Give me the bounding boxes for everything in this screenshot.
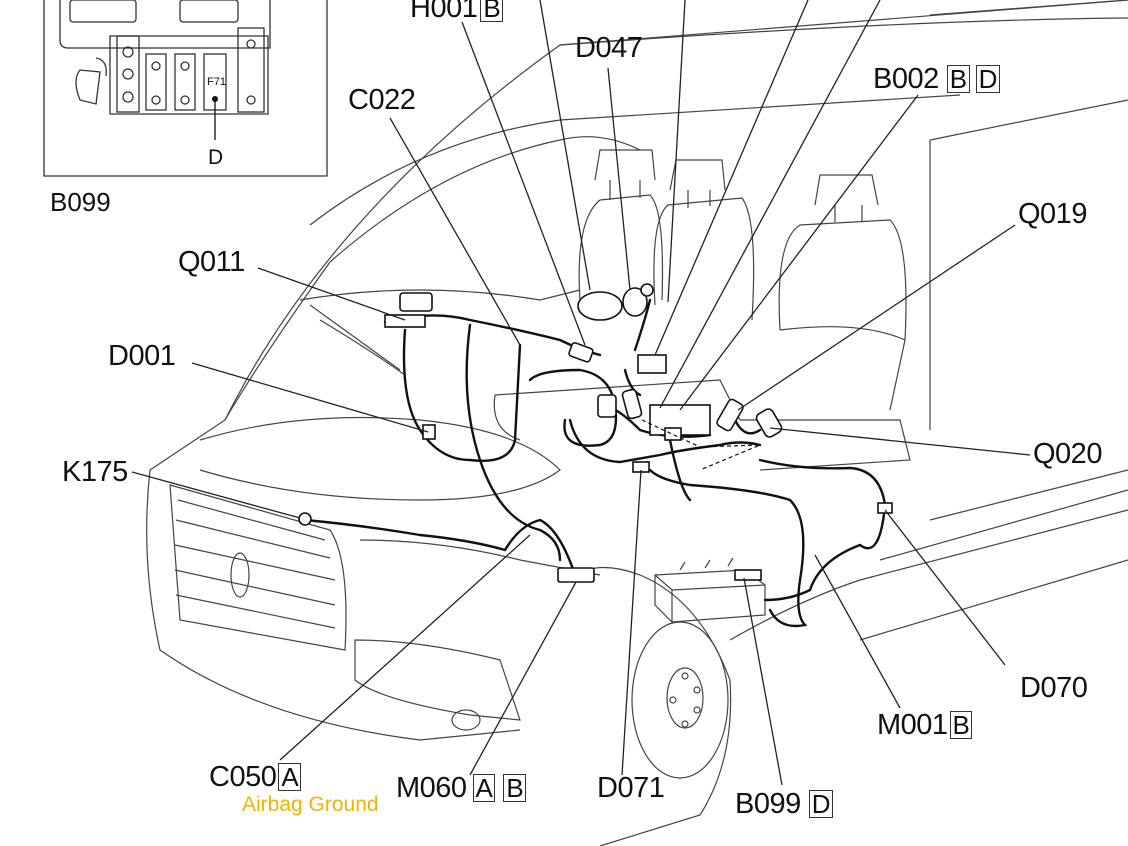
- leader-lines: [131, 0, 1031, 786]
- inset-pin-label: D: [208, 146, 224, 169]
- callout-code: Q011: [178, 246, 245, 278]
- callout-code: M001: [877, 709, 948, 741]
- callout-d070: D070: [1020, 672, 1088, 704]
- fuse-box-inset: [43, 0, 328, 177]
- callout-box: A: [278, 763, 302, 791]
- callout-box: D: [808, 790, 834, 818]
- components: [298, 283, 893, 583]
- callout-code: K175: [62, 456, 128, 488]
- callout-box: B: [480, 0, 504, 22]
- wiring-harness: [303, 288, 887, 628]
- callout-code: D047: [575, 32, 643, 64]
- inset-title: B099: [50, 187, 111, 217]
- callout-code: B002: [873, 63, 939, 95]
- callout-code: M060: [396, 772, 467, 804]
- callout-code: B099: [735, 788, 801, 820]
- callout-d047: D047: [575, 32, 643, 64]
- callout-code: H001: [410, 0, 478, 24]
- callout-q019: Q019: [1018, 200, 1087, 229]
- van-body: [146, 0, 1128, 846]
- callout-k175: K175: [62, 458, 128, 487]
- callout-d071: D071: [597, 772, 665, 804]
- airbag-ground-annotation: Airbag Ground: [242, 793, 379, 816]
- callout-q011: Q011: [178, 248, 245, 277]
- callout-code: Q019: [1018, 198, 1087, 230]
- callout-box: B: [946, 65, 970, 93]
- callout-box: D: [975, 65, 1000, 93]
- callout-code: C050: [209, 761, 277, 793]
- callout-box: B: [503, 774, 527, 802]
- callout-code: C022: [348, 84, 416, 116]
- callout-code: D070: [1020, 672, 1088, 704]
- callout-code: D071: [597, 772, 665, 804]
- callout-q020: Q020: [1033, 440, 1102, 469]
- callout-code: Q020: [1033, 438, 1102, 470]
- inset-fuse-text: F71: [207, 76, 226, 88]
- callout-box: B: [949, 711, 973, 739]
- callout-d001: D001: [108, 340, 176, 372]
- callout-c022: C022: [348, 84, 416, 116]
- callout-box: A: [472, 774, 496, 802]
- callout-code: D001: [108, 340, 176, 372]
